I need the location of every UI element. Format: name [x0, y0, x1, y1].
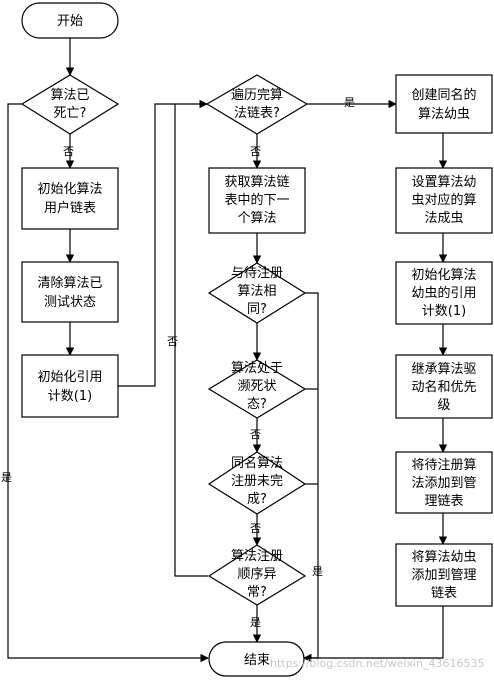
decision-unfinished-registration: 同名算法 注册未完 成?: [207, 451, 307, 515]
decision-same-as-pending: 与待注册 算法相 同?: [207, 262, 307, 324]
node-start: 开始: [21, 2, 119, 39]
process-init-users-line-2: 用户链表: [44, 200, 96, 216]
process-set-larva-line-2: 虫对应的算: [411, 192, 476, 208]
process-init-ref-box: [21, 354, 119, 418]
decision-unfinished-line-2: 注册未完: [231, 474, 283, 489]
decision-order-shape: [207, 544, 307, 606]
label-traverse-no: 否: [250, 145, 261, 158]
process-add-larva-box: [395, 543, 493, 607]
decision-same-line-3: 同?: [247, 302, 267, 317]
edge-dead-yes-to-end: [7, 103, 209, 663]
process-init-larva-ref-box: [395, 261, 493, 325]
process-get-next-box: [208, 167, 306, 234]
edge-same-to-end: [303, 292, 319, 663]
process-get-next-line-3: 个算法: [237, 211, 276, 226]
process-init-ref-line-1: 初始化引用: [37, 370, 102, 385]
label-unfinished-no: 否: [250, 522, 261, 535]
process-inherit-names: 继承算法驱 动名和优先 级: [395, 354, 493, 419]
process-add-larva-line-3: 链表: [431, 586, 457, 601]
label-traverse-yes: 是: [344, 96, 355, 109]
watermark: https://blog.csdn.net/weixin_43616535: [270, 657, 485, 670]
decision-traverse-line-2: 法链表?: [234, 106, 280, 121]
decision-same-line-1: 与待注册: [231, 266, 283, 281]
decision-dying-line-3: 态?: [247, 397, 267, 412]
process-init-larva-ref-line-2: 幼虫的引用: [411, 285, 476, 301]
process-init-larva-ref-line-3: 计数(1): [422, 304, 466, 319]
decision-traverse-shape: [205, 74, 309, 135]
process-inherit-line-1: 继承算法驱: [411, 362, 476, 377]
process-add-pending-box: [395, 451, 493, 514]
node-end: 结束: [208, 641, 305, 677]
process-init-larva-ref: 初始化算法 幼虫的引用 计数(1): [395, 261, 493, 325]
process-get-next-algorithm: 获取算法链 表中的下一 个算法: [208, 167, 306, 234]
start-terminal: [21, 2, 119, 39]
process-get-next-line-2: 表中的下一: [224, 192, 289, 208]
process-add-larva-line-2: 添加到管理: [411, 568, 476, 583]
decision-dead-shape: [20, 74, 120, 135]
process-clear-tested-state: 清除算法已 测试状态: [21, 261, 119, 323]
process-inherit-box: [395, 354, 493, 419]
process-create-larva-line-2: 算法幼虫: [418, 107, 470, 122]
process-create-larva-line-1: 创建同名的: [411, 87, 476, 103]
decision-unfinished-line-3: 成?: [247, 492, 267, 507]
process-set-larva-line-1: 设置算法幼: [411, 175, 476, 190]
start-label: 开始: [57, 14, 83, 29]
process-inherit-line-3: 级: [437, 398, 450, 413]
process-set-larva-box: [395, 167, 493, 234]
process-add-pending-line-2: 法添加到管: [411, 476, 476, 491]
decision-unfinished-shape: [207, 451, 307, 515]
label-dying-no: 否: [250, 428, 261, 441]
process-clear-tested-line-2: 测试状态: [44, 295, 96, 310]
process-init-users-box: [21, 167, 119, 230]
process-init-ref-count: 初始化引用 计数(1): [21, 354, 119, 418]
decision-dying-shape: [207, 359, 307, 419]
label-order-no: 否: [167, 335, 178, 348]
decision-traverse-line-1: 遍历完算: [231, 87, 283, 103]
process-init-user-list: 初始化算法 用户链表: [21, 167, 119, 230]
process-init-ref-line-2: 计数(1): [48, 389, 92, 404]
decision-traverse-done: 遍历完算 法链表?: [205, 74, 309, 135]
decision-dying-line-2: 濒死状: [237, 379, 276, 394]
process-add-larva-line-1: 将算法幼虫: [411, 550, 476, 565]
decision-order-line-2: 顺序异: [237, 567, 276, 582]
process-add-larva: 将算法幼虫 添加到管理 链表: [395, 543, 493, 607]
label-order-yes: 是: [250, 616, 261, 629]
end-label: 结束: [244, 653, 270, 668]
process-clear-tested-line-1: 清除算法已: [37, 276, 102, 291]
edges: [7, 38, 448, 663]
edge-init-ref-to-traverse: [118, 99, 208, 387]
process-get-next-line-1: 获取算法链: [224, 175, 289, 190]
decision-order-line-3: 常?: [247, 585, 267, 600]
label-merge-yes: 是: [312, 565, 323, 578]
process-inherit-line-2: 动名和优先: [411, 379, 476, 395]
process-init-larva-ref-line-1: 初始化算法: [411, 268, 476, 283]
end-terminal: [208, 641, 305, 677]
decision-algorithm-dead: 算法已 死亡?: [20, 74, 120, 135]
process-create-larva: 创建同名的 算法幼虫: [395, 74, 493, 134]
decision-order-line-1: 算法注册: [231, 549, 283, 564]
edge-addlarva-to-end: [303, 606, 444, 663]
process-set-larva-adult: 设置算法幼 虫对应的算 法成虫: [395, 167, 493, 234]
decision-order-abnormal: 算法注册 顺序异 常?: [207, 544, 307, 606]
decision-same-line-2: 算法相: [237, 284, 276, 299]
edge-labels: 否 是 否 是 否 否 是 否 是: [1, 96, 355, 629]
decision-same-shape: [207, 262, 307, 324]
process-clear-tested-box: [21, 261, 119, 323]
decision-dying-state: 算法处于 濒死状 态?: [207, 359, 307, 419]
process-create-larva-box: [395, 74, 493, 134]
decision-dying-line-1: 算法处于: [231, 361, 283, 376]
process-init-users-line-1: 初始化算法: [37, 182, 102, 197]
decision-unfinished-line-1: 同名算法: [231, 455, 283, 471]
edge-order-no-loop: [174, 104, 208, 577]
decision-dead-line-2: 死亡?: [54, 106, 87, 121]
process-add-pending-line-3: 理链表: [424, 494, 463, 509]
process-add-pending-line-1: 将待注册算: [411, 458, 476, 473]
label-dead-yes: 是: [1, 471, 12, 484]
process-add-pending: 将待注册算 法添加到管 理链表: [395, 451, 493, 514]
label-dead-no: 否: [63, 145, 74, 158]
decision-dead-line-1: 算法已: [50, 88, 89, 103]
process-set-larva-line-3: 法成虫: [424, 211, 463, 226]
